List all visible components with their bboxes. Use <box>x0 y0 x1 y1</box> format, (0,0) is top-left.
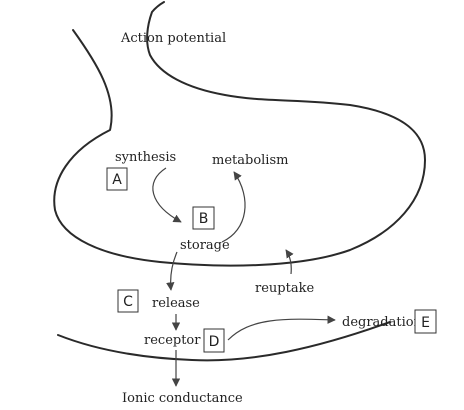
postsynaptic-membrane <box>57 321 391 362</box>
label-synthesis: synthesis <box>115 150 176 165</box>
label-release: release <box>152 296 200 311</box>
box-d-letter: D <box>209 334 220 350</box>
box-c: C <box>117 289 139 313</box>
arrow-storage-to-metabolism <box>221 171 246 243</box>
arrow-reuptake <box>285 249 294 275</box>
box-c-letter: C <box>123 294 133 310</box>
arrow-to-degradation <box>227 315 336 341</box>
box-b: B <box>192 206 215 230</box>
presynaptic-terminal-outline <box>53 1 426 267</box>
label-reuptake: reuptake <box>255 281 314 296</box>
arrow-synthesis-to-storage <box>152 167 182 223</box>
label-metabolism: metabolism <box>212 153 288 168</box>
label-ionic-conductance: Ionic conductance <box>122 391 243 406</box>
label-action-potential: Action potential <box>120 31 226 46</box>
box-b-letter: B <box>199 211 209 227</box>
label-receptor: receptor <box>144 333 201 348</box>
box-d: D <box>203 328 225 353</box>
box-e-letter: E <box>421 315 430 331</box>
box-a-letter: A <box>112 172 122 188</box>
arrow-storage-to-release <box>166 251 178 291</box>
label-storage: storage <box>180 238 230 253</box>
box-a: A <box>106 167 128 191</box>
label-degradation: degradation <box>342 315 423 330</box>
box-e: E <box>414 309 437 334</box>
